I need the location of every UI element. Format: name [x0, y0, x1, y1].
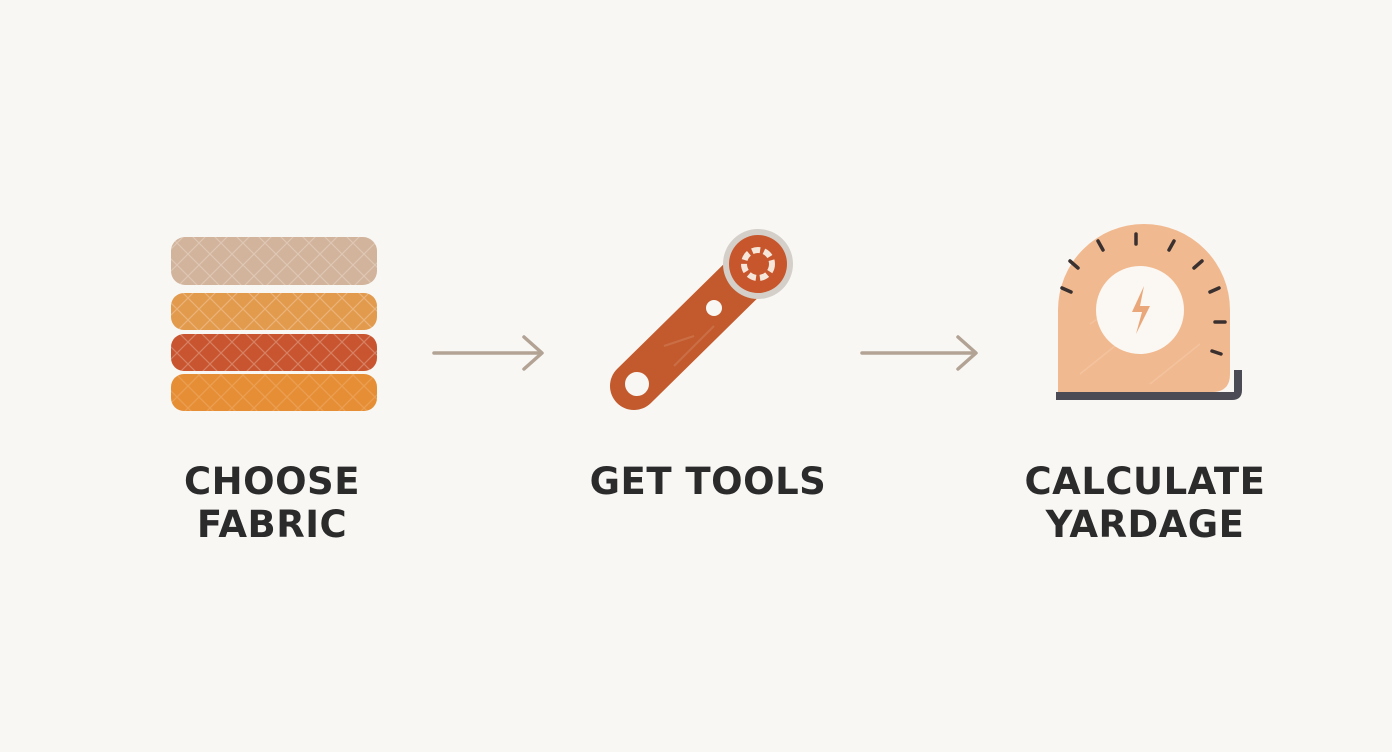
- rotary-cutter-icon: [610, 229, 793, 410]
- step-label-get-tools: GET TOOLS: [589, 460, 827, 503]
- measuring-tape-icon: [1056, 224, 1242, 400]
- step-label-choose-fabric: CHOOSE FABRIC: [184, 460, 360, 546]
- step-label-calculate-yardage: CALCULATE YARDAGE: [1024, 460, 1266, 546]
- arrow-right-icon: [860, 335, 978, 371]
- fabric-stack-icon: [171, 237, 377, 411]
- arrow-right-icon: [432, 335, 544, 371]
